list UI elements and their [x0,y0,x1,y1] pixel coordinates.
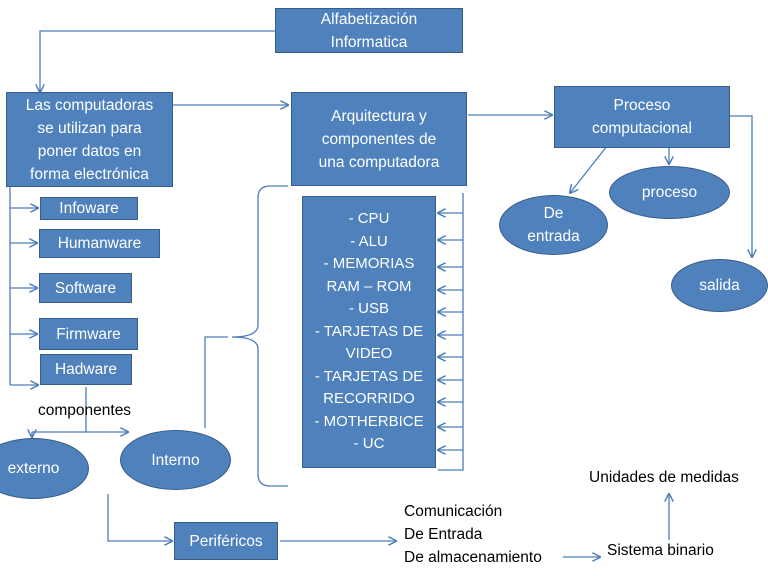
list-comb-trunk [438,193,464,471]
oval-entrada-label: De entrada [527,205,580,245]
perifericos-box: Periféricos [174,522,278,560]
oval-interno-label: Interno [151,451,200,469]
architecture-box: Arquitectura y componentes de una comput… [291,92,467,186]
title-box: Alfabetización Informatica [275,8,463,53]
ware-item-hadware: Hadware [40,354,132,385]
perifericos-text: Periféricos [189,532,263,550]
bracket [231,185,288,487]
periph-list: Comunicación De Entrada De almacenamient… [404,503,542,566]
components-list-box: - CPU - ALU - MEMORIAS RAM – ROM - USB -… [302,196,436,468]
process-box: Proceso computacional [554,86,730,148]
ware-item-label: Infoware [59,200,119,217]
ware-item-label: Firmware [56,325,121,343]
components-label: componentes [38,402,132,419]
components-list-text: - CPU - ALU - MEMORIAS RAM – ROM - USB -… [314,210,424,453]
architecture-text: Arquitectura y componentes de una comput… [318,107,440,171]
oval-externo: externo [0,438,89,499]
oval-interno: Interno [120,430,231,490]
ware-item-label: Humanware [57,235,142,252]
link-to-perifericos [107,494,172,541]
ware-item-software: Software [39,273,132,303]
ware-item-label: Hadware [54,361,118,378]
ware-item-label: Software [54,279,117,297]
computers-purpose-box: Las computadoras se utilizan para poner … [6,92,173,187]
oval-proceso: proceso [609,166,730,219]
unidades-label: Unidades de medidas [589,469,739,486]
oval-salida: salida [671,259,768,312]
link-to-entrada [570,145,608,193]
sistema-binario-label: Sistema binario [607,542,714,559]
link-to-salida [730,115,752,257]
ware-item-firmware: Firmware [39,318,138,350]
computers-purpose-text: Las computadoras se utilizan para poner … [25,96,154,183]
ware-item-infoware: Infoware [40,197,138,220]
process-text: Proceso computacional [592,97,692,137]
oval-proceso-label: proceso [641,184,698,201]
oval-salida-label: salida [699,277,740,294]
oval-externo-label: externo [7,460,60,477]
oval-entrada: De entrada [499,195,608,255]
link-title-left [40,30,275,92]
title-text: Alfabetización Informatica [320,10,418,51]
link-interno-up [204,336,228,428]
ware-item-humanware: Humanware [39,229,160,258]
